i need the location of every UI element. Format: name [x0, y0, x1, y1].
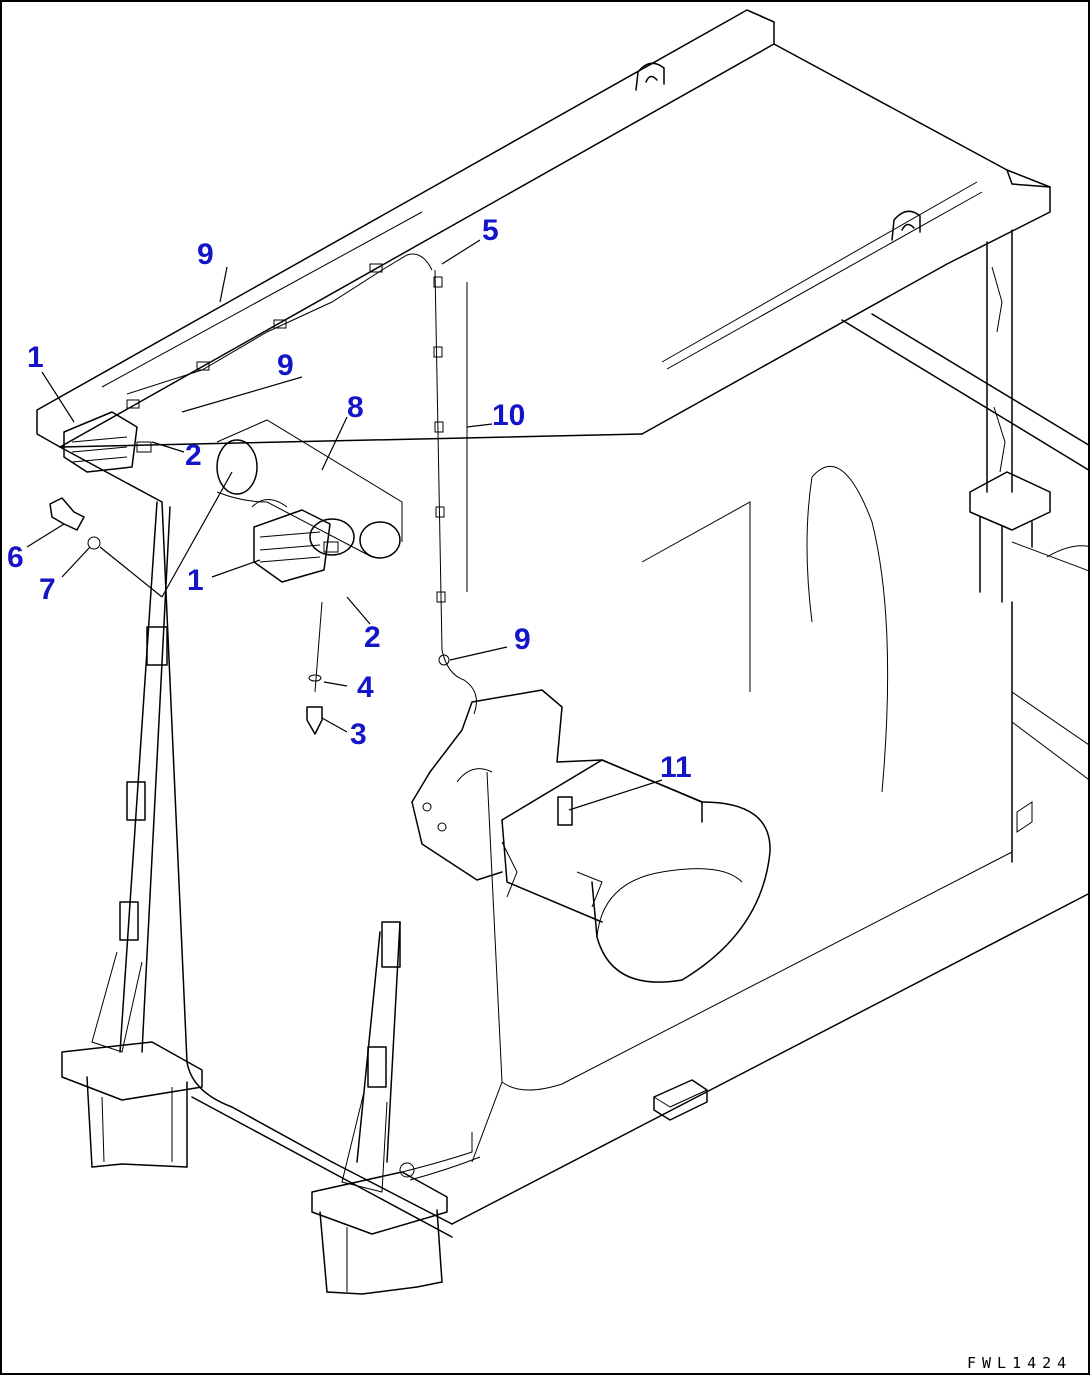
callout-labels: 1 1 2 2 3 4 5 6 7 8 9 9 9 10 11	[7, 214, 692, 784]
callout-2-top: 2	[185, 439, 202, 472]
callout-11: 11	[660, 751, 692, 784]
roof-beam	[36, 9, 1051, 448]
callout-5: 5	[482, 214, 499, 247]
leader-lines	[26, 239, 663, 811]
callout-4: 4	[357, 671, 374, 704]
cab-body	[59, 313, 1088, 1238]
callout-3: 3	[350, 718, 367, 751]
callout-1-top: 1	[27, 341, 44, 374]
callout-2-bottom: 2	[364, 621, 381, 654]
callout-9-middle: 9	[277, 349, 294, 382]
callout-8: 8	[347, 391, 364, 424]
callout-9-top: 9	[197, 238, 214, 271]
wiring-harness	[126, 253, 481, 1181]
middle-pillar	[311, 921, 448, 1295]
left-pillar	[61, 501, 203, 1168]
right-post	[969, 229, 1051, 603]
callout-9-bottom: 9	[514, 623, 531, 656]
seat-assembly	[411, 689, 771, 983]
callout-7: 7	[39, 573, 56, 606]
drawing-code: FWL1424	[967, 1354, 1072, 1372]
callout-6: 6	[7, 541, 24, 574]
callout-10: 10	[492, 399, 525, 432]
callout-1-bottom: 1	[187, 564, 204, 597]
work-lamps	[49, 411, 403, 735]
